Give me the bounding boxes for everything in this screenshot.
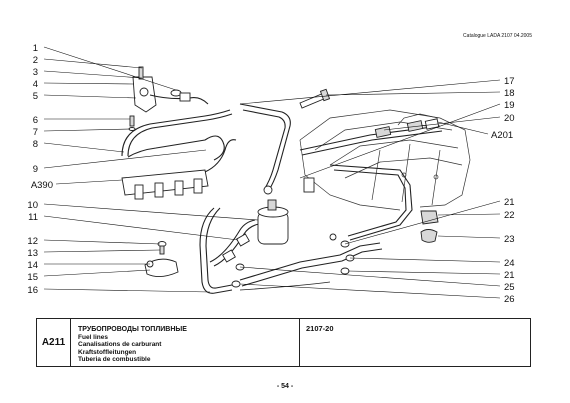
section-titles: ТРУБОПРОВОДЫ ТОПЛИВНЫЕ Fuel lines Canali… [70,319,300,366]
callout-21a: 21 [504,197,515,208]
engine-fittings [263,177,337,241]
title-en: Fuel lines [78,334,108,341]
callout-11: 11 [28,212,38,223]
pipe-clamp-bracket [144,241,179,277]
callout-15: 15 [27,272,38,283]
callout-24: 24 [504,258,515,269]
callout-10: 10 [27,200,38,211]
title-ru: ТРУБОПРОВОДЫ ТОПЛИВНЫЕ [78,326,187,333]
leader-lines [43,46,501,299]
callouts-right: 17 18 19 20 A201 21 22 23 24 21 25 26 [491,76,515,305]
fuel-lines-diagram: 1 2 3 4 5 6 7 8 9 A390 10 11 12 13 14 15… [27,43,515,305]
title-es: Tuberia de combustible [78,356,151,364]
info-table: A211 ТРУБОПРОВОДЫ ТОПЛИВНЫЕ Fuel lines C… [36,318,531,367]
callout-4: 4 [33,79,38,90]
engine-outline [299,109,471,211]
callout-19: 19 [504,100,515,111]
callout-8: 8 [33,139,38,150]
model-code: 2107-20 [306,324,334,333]
callout-26: 26 [504,294,515,305]
callout-18: 18 [504,88,515,99]
callout-12: 12 [27,236,38,247]
callout-14: 14 [27,260,38,271]
section-code: A211 [37,319,71,366]
callout-6: 6 [33,115,38,126]
pressure-sensor [299,88,331,109]
page-number: - 54 - [276,383,294,390]
callout-1: 1 [33,43,38,54]
callout-22: 22 [504,210,515,221]
callout-23: 23 [504,234,515,245]
callout-17: 17 [504,76,515,87]
title-de: Kraftstoffleitungen [78,348,137,356]
callouts-left: 1 2 3 4 5 6 7 8 9 A390 10 11 12 13 14 15… [27,43,53,296]
bracket-assembly [132,66,209,113]
callout-9: 9 [33,164,38,175]
fuel-filter [257,199,289,245]
callout-a390: A390 [31,180,53,191]
callout-a201: A201 [491,130,513,141]
title-fr: Canalisations de carburant [78,341,162,349]
fuel-rail [121,139,237,200]
bolt-washer [128,115,136,131]
callout-21b: 21 [504,270,515,281]
callout-13: 13 [27,248,38,259]
callout-3: 3 [33,67,38,78]
catalog-header: Catalogue LADA 2107 04.2005 [463,33,532,39]
callout-5: 5 [33,91,38,102]
pipe-fitting [222,233,250,263]
callout-16: 16 [27,285,38,296]
callout-7: 7 [33,127,38,138]
callout-2: 2 [33,55,38,66]
callout-25: 25 [504,282,515,293]
grommets [420,210,439,243]
quick-connector [374,118,440,138]
callout-20: 20 [504,113,515,124]
